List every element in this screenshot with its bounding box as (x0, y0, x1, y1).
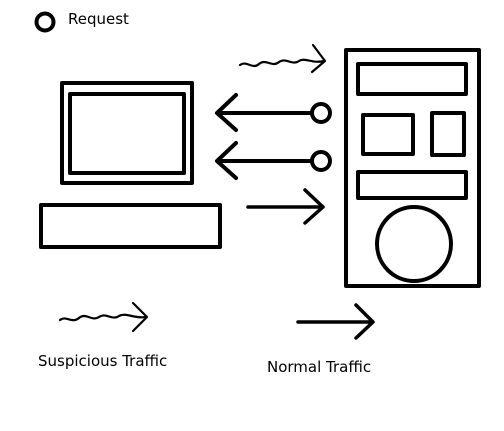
normal-traffic-label: Normal Traffic (267, 358, 372, 376)
squiggle-arrow-icon (58, 301, 149, 333)
server-tower-icon (344, 48, 481, 288)
suspicious-traffic-arrow (238, 43, 327, 74)
request-arrow-upper (215, 93, 332, 132)
normal-traffic-arrow (246, 188, 325, 225)
request-legend-icon (34, 11, 56, 33)
request-arrow-lower (215, 141, 332, 180)
computer-monitor-icon (60, 81, 194, 185)
suspicious-traffic-label: Suspicious Traffic (38, 352, 168, 370)
keyboard-icon (39, 203, 222, 249)
straight-arrow-icon (296, 303, 375, 340)
request-legend-label: Request (68, 10, 129, 28)
